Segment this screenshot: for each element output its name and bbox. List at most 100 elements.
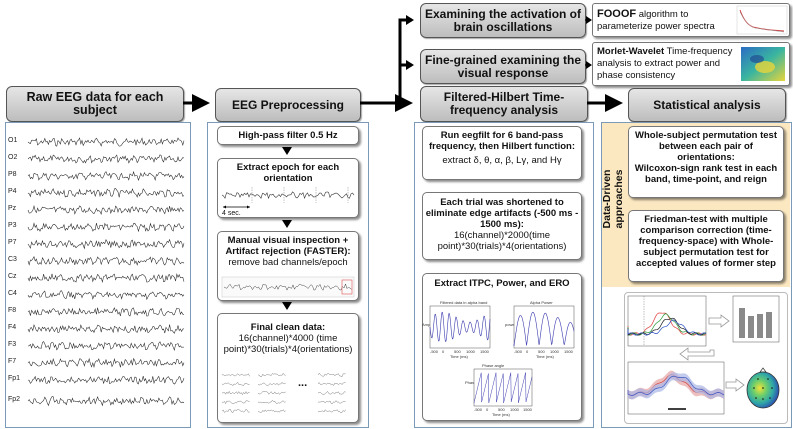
fine-grained-header: Fine-grained examining the visual respon… bbox=[420, 49, 586, 84]
xtick: 1500 bbox=[523, 407, 532, 412]
bandpass-step: Run eegfilt for 6 band-pass frequency, t… bbox=[422, 126, 582, 180]
channel-label: Fp1 bbox=[8, 375, 21, 382]
results-arrow-down-left bbox=[679, 347, 715, 361]
eeg-channel-trace bbox=[27, 341, 184, 352]
clean-trace bbox=[221, 381, 250, 386]
clean-trace bbox=[221, 373, 250, 377]
xtick: -500 bbox=[430, 349, 439, 354]
epoch-scale-label: 4 sec. bbox=[222, 210, 241, 217]
clean-trace bbox=[317, 409, 346, 414]
eeg-channel-trace bbox=[27, 238, 185, 250]
plot-axes bbox=[627, 361, 725, 415]
eeg-channel-trace bbox=[27, 273, 185, 283]
plot-ylabel: Amp bbox=[422, 322, 431, 327]
bar bbox=[766, 312, 772, 338]
morlet-label: Morlet-Wavelet bbox=[597, 46, 665, 57]
raw-eeg-traces bbox=[27, 137, 185, 407]
morlet-card: Morlet-Wavelet Time-frequency analysis t… bbox=[592, 42, 790, 86]
results-shaded-erp bbox=[627, 361, 725, 415]
bar bbox=[739, 308, 745, 338]
friedman-step: Friedman-test with multiple comparison c… bbox=[628, 210, 784, 282]
clean-trace bbox=[317, 400, 346, 404]
examine-activation-header: Examining the activation of brain oscill… bbox=[420, 3, 586, 38]
clean-trace bbox=[257, 409, 286, 413]
channel-label: F8 bbox=[8, 307, 17, 314]
eeg-channel-trace bbox=[27, 222, 185, 233]
power-curve bbox=[513, 311, 575, 347]
channel-label: Pz bbox=[8, 205, 17, 212]
xtick: 1000 bbox=[510, 407, 519, 412]
clean-trace bbox=[317, 372, 346, 377]
epoch-scale-bar bbox=[223, 205, 250, 209]
channel-label: O2 bbox=[8, 154, 18, 161]
eeg-channel-trace bbox=[27, 170, 185, 182]
eeg-channel-trace bbox=[27, 357, 185, 368]
epoch-trace bbox=[221, 187, 355, 203]
highpass-step: High-pass filter 0.5 Hz bbox=[217, 126, 359, 145]
plot-axes bbox=[627, 295, 707, 347]
topography-map bbox=[746, 367, 780, 409]
results-bar-chart bbox=[732, 295, 780, 343]
epoch-step: Extract epoch for each orientation 4 sec… bbox=[217, 158, 359, 218]
epoch-label: Extract epoch for each orientation bbox=[236, 162, 340, 184]
channel-label: F7 bbox=[8, 358, 17, 365]
clean-trace bbox=[258, 372, 286, 377]
erp-series bbox=[627, 313, 707, 336]
results-erp-lines bbox=[627, 295, 707, 347]
channel-label: Fp2 bbox=[8, 396, 21, 403]
more-ellipsis: ... bbox=[298, 377, 308, 389]
plot-xlabel: Time (ms) bbox=[492, 412, 510, 417]
clean-trace bbox=[221, 391, 250, 395]
eeg-channel-trace bbox=[27, 290, 185, 301]
morlet-description: Time-frequency analysis to extract power… bbox=[597, 46, 733, 81]
plot-title: Filtered data in alpha band bbox=[440, 300, 488, 305]
eeg-channel-trace bbox=[27, 307, 185, 317]
clean-trace bbox=[257, 400, 286, 404]
xtick: 500 bbox=[454, 349, 461, 354]
clean-trace bbox=[257, 391, 286, 395]
fooof-description: algorithm to parameterize power spectra bbox=[597, 9, 715, 32]
manual-inspection-label: Manual visual inspection + Artifact reje… bbox=[225, 235, 351, 257]
phase-sawtooth bbox=[473, 372, 533, 404]
clean-trace bbox=[221, 400, 250, 404]
final-data-detail: 16(channel)*4000 (time point)*30(trials)… bbox=[223, 333, 353, 355]
xtick: 1500 bbox=[564, 349, 573, 354]
plot-title: Alpha Power bbox=[530, 300, 553, 305]
results-arrow-right bbox=[708, 314, 730, 328]
phase-angle-plot bbox=[473, 368, 533, 407]
results-arrow-right-2 bbox=[725, 378, 745, 392]
channel-label: P3 bbox=[8, 222, 17, 229]
plot-xlabel: Time (ms) bbox=[536, 354, 554, 359]
plot-ylabel: power bbox=[505, 322, 516, 327]
xtick: 500 bbox=[538, 349, 545, 354]
xtick: 0 bbox=[486, 407, 489, 412]
bandpass-label: Run eegfilt for 6 band-pass frequency, t… bbox=[428, 130, 576, 152]
xtick: -500 bbox=[514, 349, 523, 354]
trial-shortening-detail: 16(channel)*2000(time point)*30(trials)*… bbox=[437, 230, 567, 252]
plot-axes bbox=[429, 305, 491, 349]
eeg-channel-trace bbox=[27, 324, 185, 334]
manual-inspection-detail: remove bad channels/epoch bbox=[228, 257, 348, 268]
plot-axes bbox=[473, 368, 533, 407]
fooof-spectrum-thumbnail bbox=[736, 5, 788, 35]
wilcoxon-label: Wilcoxon-sign rank test in each band, ti… bbox=[634, 163, 778, 185]
xtick: 500 bbox=[498, 407, 505, 412]
extract-measures-label: Extract ITPC, Power, and ERO bbox=[434, 278, 570, 289]
eeg-channel-trace bbox=[27, 188, 185, 198]
data-driven-label: Data-Driven approaches bbox=[601, 169, 625, 229]
wavelet-heatmap-thumbnail bbox=[741, 47, 785, 81]
confidence-band bbox=[628, 372, 724, 400]
friedman-label: Friedman-test with multiple comparison c… bbox=[636, 214, 776, 269]
eeg-channel-trace bbox=[27, 154, 185, 164]
clean-trace bbox=[317, 381, 346, 386]
channel-label: P8 bbox=[8, 171, 17, 178]
clean-trace bbox=[317, 391, 346, 395]
xtick: 1000 bbox=[550, 349, 559, 354]
channel-label: O1 bbox=[8, 137, 18, 144]
eeg-channel-trace bbox=[27, 396, 185, 407]
channel-label: P7 bbox=[8, 239, 17, 246]
xtick: 0 bbox=[526, 349, 529, 354]
trial-shortening-step: Each trial was shortened to eliminate ed… bbox=[422, 192, 582, 260]
eeg-channel-trace bbox=[27, 137, 185, 147]
